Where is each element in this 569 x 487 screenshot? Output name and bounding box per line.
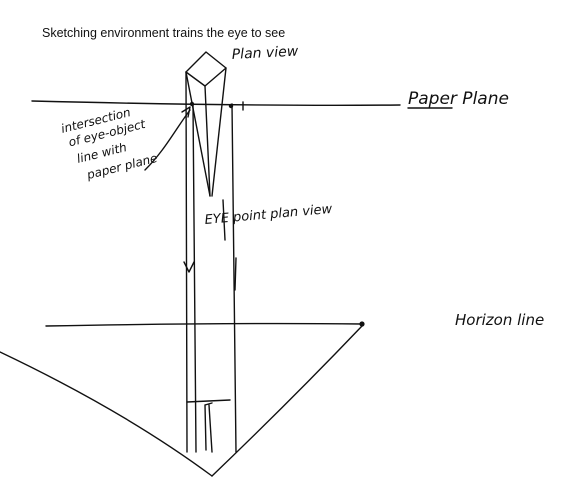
sight-line-left xyxy=(185,71,211,197)
vanishing-point xyxy=(359,321,365,327)
ground-line-right xyxy=(211,325,363,477)
plan-view-label: Plan view xyxy=(231,44,299,63)
sight-line-center xyxy=(204,85,211,197)
horizon-line xyxy=(45,322,363,327)
horizon-line-label: Horizon line xyxy=(455,311,544,329)
sight-line-right xyxy=(211,67,227,197)
projection-line-2 xyxy=(192,103,197,453)
intersection-note: intersection of eye-object line with pap… xyxy=(60,105,159,182)
projection-line-4 xyxy=(222,199,226,241)
leader-line xyxy=(144,109,191,171)
down-arrow xyxy=(183,261,195,273)
paper-plane-line xyxy=(31,100,401,106)
projection-line-1 xyxy=(185,71,188,453)
diagram-caption: Sketching environment trains the eye to … xyxy=(42,26,286,40)
projection-line-3 xyxy=(231,103,237,453)
leader-arrowhead xyxy=(181,106,191,118)
ground-line-left xyxy=(0,351,213,477)
projection-line-5 xyxy=(234,257,237,291)
paper-plane-label: Paper Plane xyxy=(408,89,509,109)
elevation-box xyxy=(186,399,231,453)
plan-view-object xyxy=(185,51,227,87)
